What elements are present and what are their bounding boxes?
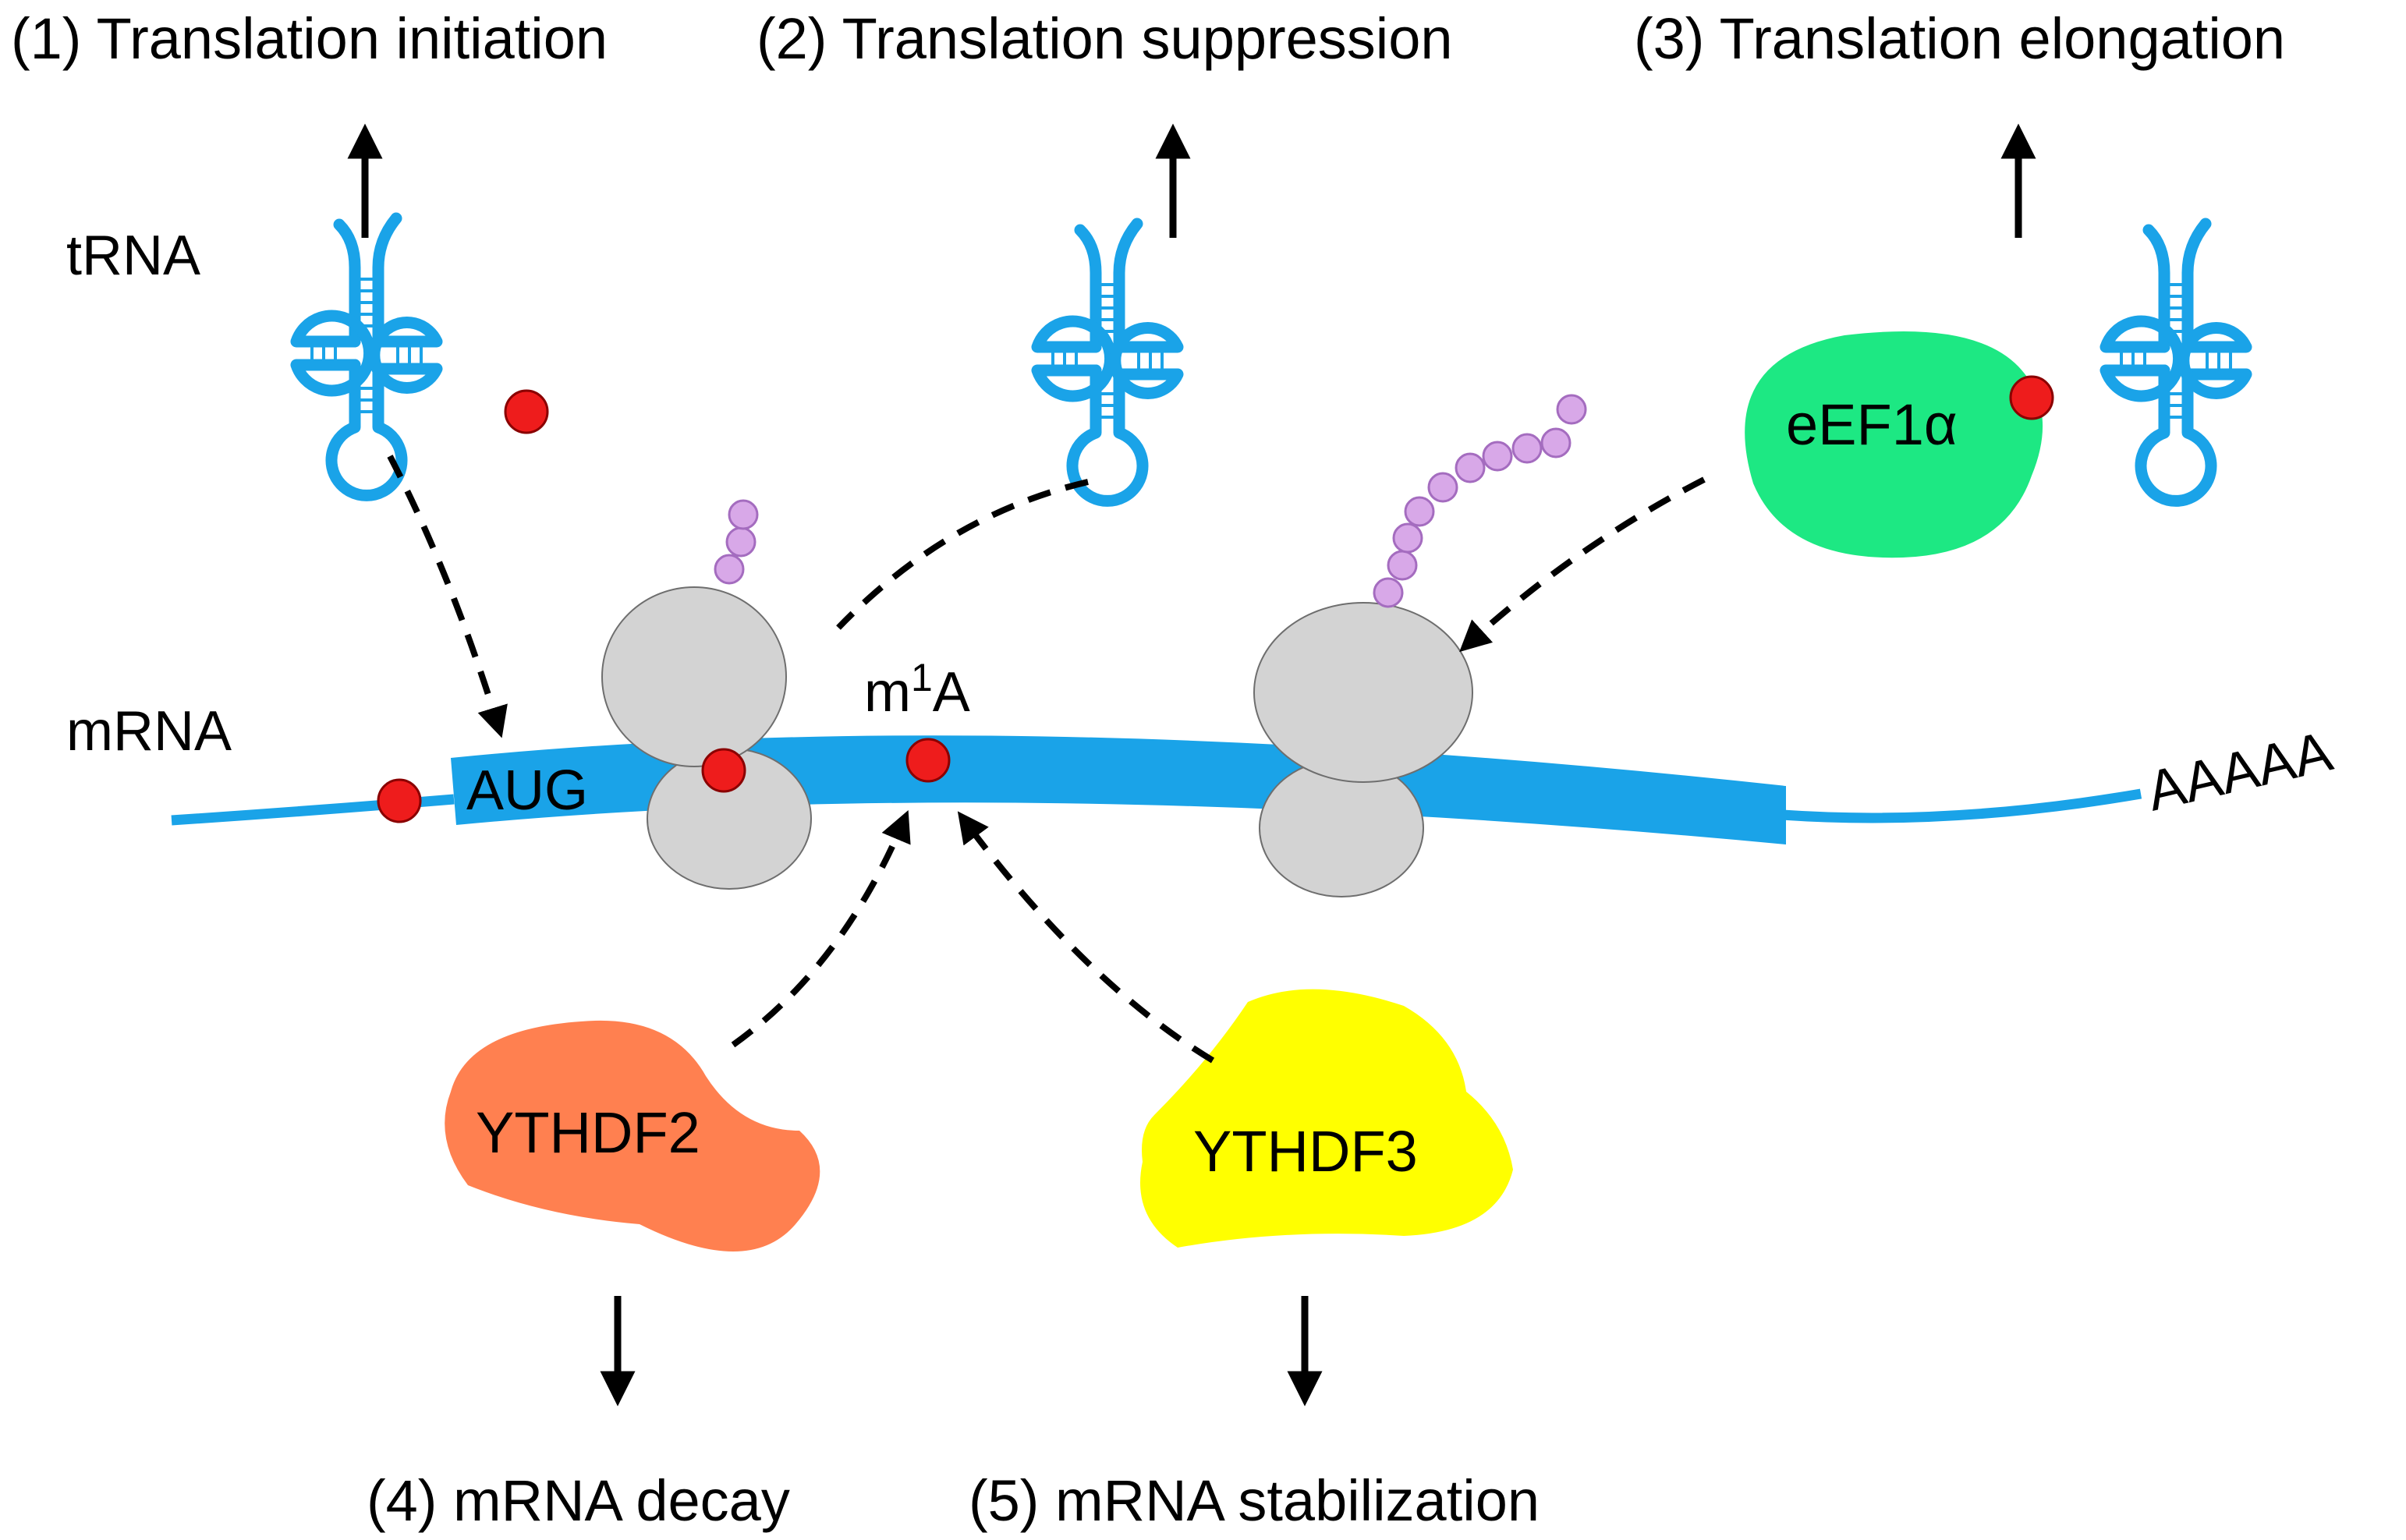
- eef1a-blob: [1745, 331, 2043, 558]
- ribosome-right-large-subunit: [1253, 602, 1473, 783]
- trna-elongation-m1a-mark: [2009, 375, 2054, 420]
- trna-initiator-m1a-mark: [504, 389, 549, 434]
- m1a-label: m1A: [864, 656, 970, 724]
- eef1a-label: eEF1α: [1786, 392, 1958, 457]
- m1a-mark-ribosome: [701, 748, 746, 793]
- trna-elongation: [2106, 224, 2246, 501]
- outcome-mrna-decay: (4) mRNA decay: [367, 1468, 790, 1533]
- dashed-arrow-eef1a-to-ribosome: [1459, 476, 1706, 653]
- ythdf2-protein: YTHDF2: [445, 1020, 820, 1251]
- dashed-arrow-trna-to-aug: [387, 455, 508, 738]
- eef1a-protein: eEF1α: [1745, 331, 2043, 558]
- trna-label: tRNA: [66, 225, 200, 287]
- mrna-3prime-utr: [1781, 788, 2142, 823]
- trna-initiator: [296, 218, 549, 495]
- nascent-peptide-long: [1373, 394, 1587, 608]
- mrna-coding-region: [451, 735, 1786, 844]
- outcome-translation-elongation: (3) Translation elongation: [1634, 6, 2285, 71]
- aug-start-codon-label: AUG: [466, 759, 588, 822]
- m1a-mark-5prime: [377, 778, 422, 823]
- poly-a-tail-label: AAAAA: [2142, 720, 2338, 823]
- dashed-arrow-ythdf3-to-m1a: [957, 811, 1215, 1064]
- outcome-translation-initiation: (1) Translation initiation: [11, 6, 608, 71]
- ribosome-left: [601, 586, 812, 890]
- dashed-arrow-ythdf2-to-m1a: [731, 809, 911, 1048]
- ribosome-right: [1253, 602, 1473, 897]
- outcome-mrna-stabilization: (5) mRNA stabilization: [969, 1468, 1540, 1533]
- ythdf2-label: YTHDF2: [476, 1100, 700, 1165]
- ythdf2-blob: [445, 1020, 820, 1251]
- outcome-translation-suppression: (2) Translation suppression: [757, 6, 1453, 71]
- ribosome-left-large-subunit: [601, 586, 787, 767]
- dashed-arrow-trna-to-ribosome: [836, 479, 1089, 630]
- ythdf3-protein: YTHDF3: [1140, 989, 1513, 1248]
- ythdf3-label: YTHDF3: [1193, 1119, 1418, 1184]
- nascent-peptide-short: [714, 499, 759, 585]
- mrna-label: mRNA: [66, 700, 232, 763]
- trna-suppression: [1037, 224, 1178, 501]
- m1a-mark-coding: [905, 738, 951, 783]
- ythdf3-blob: [1140, 989, 1513, 1248]
